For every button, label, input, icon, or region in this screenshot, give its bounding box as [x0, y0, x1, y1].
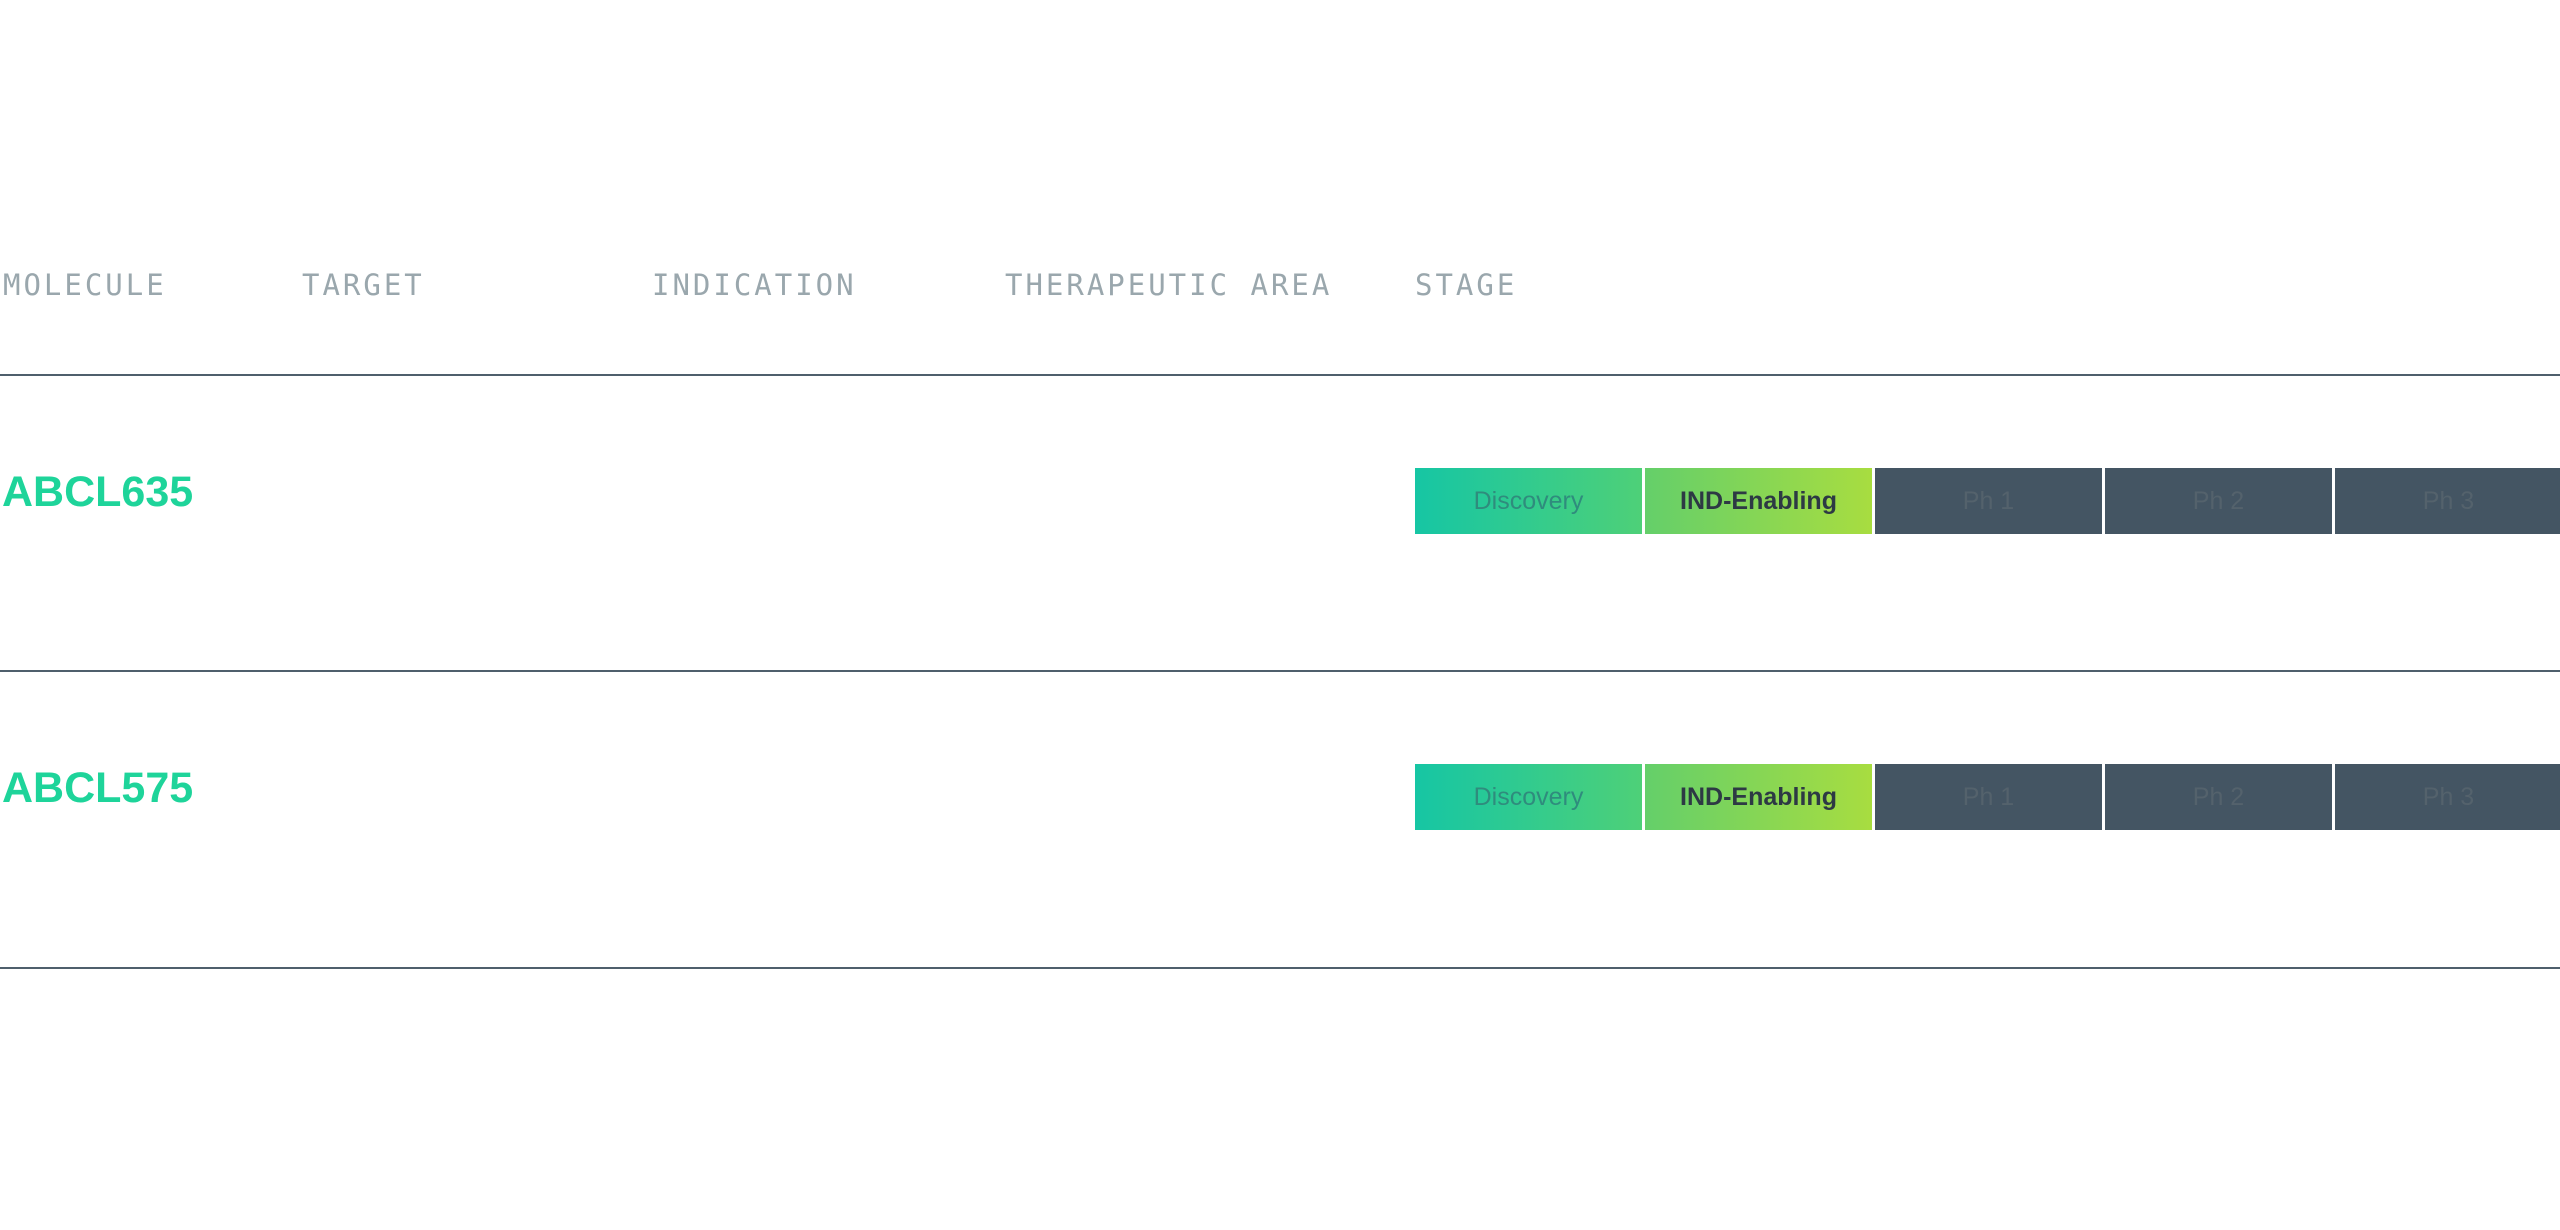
stage-ph1: Ph 1: [1875, 764, 2102, 830]
header-divider: [0, 374, 2560, 376]
header-target: TARGET: [302, 268, 425, 302]
table-header: MOLECULE TARGET INDICATION THERAPEUTIC A…: [0, 268, 2560, 308]
stage-ind-enabling: IND-Enabling: [1645, 468, 1872, 534]
header-indication: INDICATION: [652, 268, 857, 302]
stage-ph3: Ph 3: [2335, 468, 2560, 534]
molecule-name[interactable]: ABCL575: [2, 764, 194, 812]
stage-ph1: Ph 1: [1875, 468, 2102, 534]
table-row[interactable]: ABCL575 Discovery IND-Enabling Ph 1 Ph 2…: [0, 672, 2560, 968]
stage-ph2: Ph 2: [2105, 468, 2332, 534]
molecule-name[interactable]: ABCL635: [2, 468, 194, 516]
stage-ph2: Ph 2: [2105, 764, 2332, 830]
header-therapeutic-area: THERAPEUTIC AREA: [1005, 268, 1333, 302]
stage-progress: Discovery IND-Enabling Ph 1 Ph 2 Ph 3: [1415, 468, 2560, 534]
stage-ind-enabling: IND-Enabling: [1645, 764, 1872, 830]
row-divider: [0, 967, 2560, 969]
stage-discovery: Discovery: [1415, 764, 1642, 830]
header-molecule: MOLECULE: [3, 268, 167, 302]
stage-ph3: Ph 3: [2335, 764, 2560, 830]
row-divider: [0, 670, 2560, 672]
header-stage: STAGE: [1415, 268, 1518, 302]
table-row[interactable]: ABCL635 Discovery IND-Enabling Ph 1 Ph 2…: [0, 376, 2560, 672]
stage-discovery: Discovery: [1415, 468, 1642, 534]
stage-progress: Discovery IND-Enabling Ph 1 Ph 2 Ph 3: [1415, 764, 2560, 830]
